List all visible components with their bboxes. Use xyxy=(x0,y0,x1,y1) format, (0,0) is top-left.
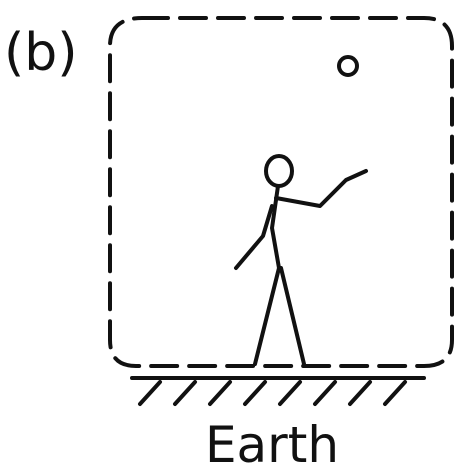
ground-label: Earth xyxy=(205,416,339,472)
ground xyxy=(132,378,424,404)
dashed-frame xyxy=(110,18,452,366)
ground-hatching xyxy=(140,382,405,404)
ball xyxy=(339,57,357,75)
figure-head xyxy=(266,156,292,186)
figure-leg-right xyxy=(281,268,304,364)
panel-label: (b) xyxy=(4,23,78,83)
figure-arm-lowered xyxy=(236,206,272,268)
stick-figure xyxy=(236,156,366,364)
figure-leg-left xyxy=(255,268,279,364)
